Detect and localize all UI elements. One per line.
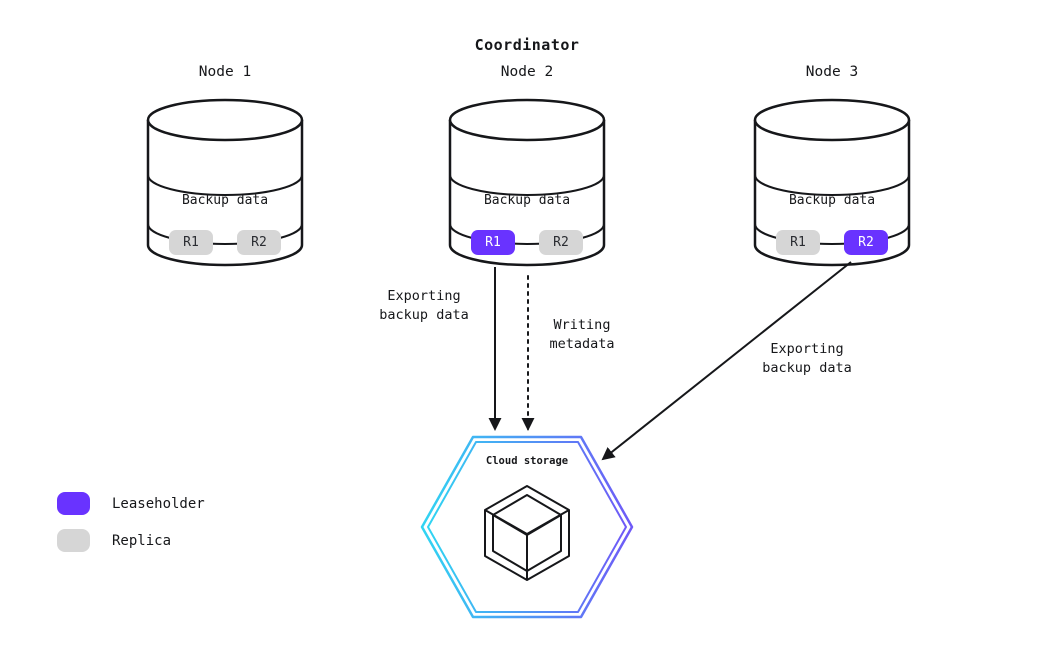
leaseholder-chip: R2 <box>844 230 888 255</box>
backup-data-label: Backup data <box>483 193 571 208</box>
replica-chip: R1 <box>169 230 213 255</box>
backup-data-label: Backup data <box>788 193 876 208</box>
node-3-title: Node 3 <box>805 64 859 80</box>
coordinator-label: Coordinator <box>474 36 580 54</box>
cloud-storage-label: Cloud storage <box>486 455 568 467</box>
legend-row-replica: Replica <box>57 529 205 552</box>
export-label-line: backup data <box>379 307 469 323</box>
export-label-line: Exporting <box>387 288 461 304</box>
node-2: Node 2 Backup data R1 R2 <box>447 60 607 272</box>
node-2-title: Node 2 <box>500 64 554 80</box>
backup-data-label: Backup data <box>181 193 269 208</box>
export-label-line: backup data <box>762 360 852 376</box>
node-1: Node 1 Backup data R1 R2 <box>145 60 305 272</box>
export-label-node3: Exporting backup data <box>762 340 851 378</box>
export-label-line: Exporting <box>770 341 844 357</box>
writing-metadata-label: Writing metadata <box>549 316 614 354</box>
writing-metadata-line: metadata <box>549 336 615 352</box>
database-cylinder-icon <box>146 98 304 267</box>
replica-swatch <box>57 529 90 552</box>
cube-icon <box>484 485 570 581</box>
node-3: Node 3 Backup data R1 R2 <box>752 60 912 272</box>
export-label-node2: Exporting backup data <box>379 287 468 325</box>
replica-chip: R1 <box>776 230 820 255</box>
cloud-storage-hexagon <box>420 435 634 619</box>
leaseholder-chip: R1 <box>471 230 515 255</box>
legend: Leaseholder Replica <box>57 492 205 566</box>
leaseholder-swatch <box>57 492 90 515</box>
legend-row-leaseholder: Leaseholder <box>57 492 205 515</box>
node-1-title: Node 1 <box>198 64 252 80</box>
legend-label: Replica <box>112 532 172 549</box>
cloud-storage-hexagon-inner <box>427 441 627 613</box>
legend-label: Leaseholder <box>112 495 205 512</box>
replica-chip: R2 <box>237 230 281 255</box>
database-cylinder-icon <box>448 98 606 267</box>
replica-chip: R2 <box>539 230 583 255</box>
writing-metadata-line: Writing <box>553 317 611 333</box>
